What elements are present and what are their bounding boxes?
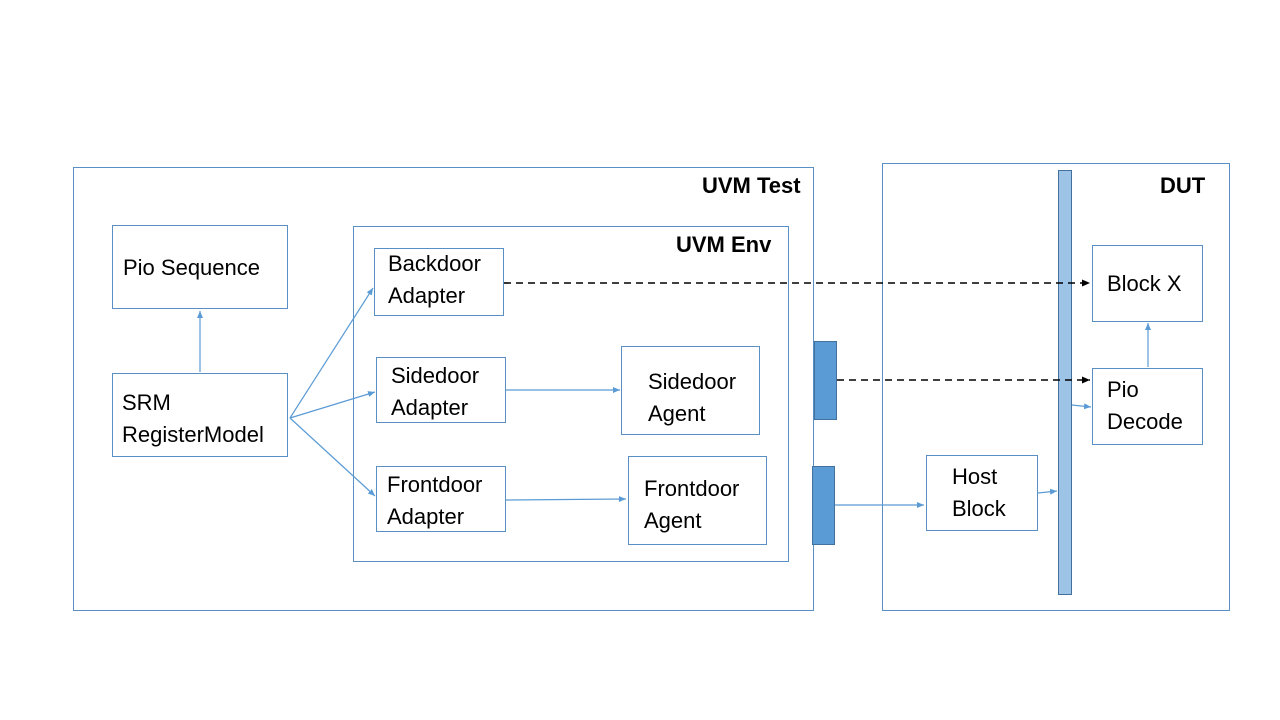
- sidedoor-agent-block: [621, 346, 760, 435]
- frontdoor-adapter-block: [376, 466, 506, 532]
- pio-decode-label: Pio Decode: [1107, 377, 1183, 434]
- frontdoor-agent-label: Frontdoor Agent: [644, 476, 740, 533]
- pio-decode-block: [1092, 368, 1203, 445]
- host-block-label: Host Block: [952, 464, 1006, 521]
- block-x-block: [1092, 245, 1203, 322]
- dut-title: DUT: [1160, 173, 1206, 198]
- srm-register-model-block: [112, 373, 288, 457]
- backdoor-adapter-block: [374, 248, 504, 316]
- block-x-label: Block X: [1107, 271, 1182, 296]
- sidedoor-agent-label: Sidedoor Agent: [648, 369, 737, 426]
- sidedoor-port: [814, 341, 837, 420]
- dut-bus: [1058, 170, 1072, 595]
- host-block-block: [926, 455, 1038, 531]
- sidedoor-adapter-label: Sidedoor Adapter: [391, 363, 480, 420]
- uvm-test-title: UVM Test: [702, 173, 801, 198]
- frontdoor-port: [812, 466, 835, 545]
- uvm-env-title: UVM Env: [676, 232, 772, 257]
- pio-sequence-block: [112, 225, 288, 309]
- srm-register-model-label: SRM RegisterModel: [122, 390, 264, 447]
- backdoor-adapter-label: Backdoor Adapter: [388, 251, 481, 308]
- pio-sequence-label: Pio Sequence: [123, 255, 260, 280]
- frontdoor-agent-block: [628, 456, 767, 545]
- frontdoor-adapter-label: Frontdoor Adapter: [387, 472, 483, 529]
- sidedoor-adapter-block: [376, 357, 506, 423]
